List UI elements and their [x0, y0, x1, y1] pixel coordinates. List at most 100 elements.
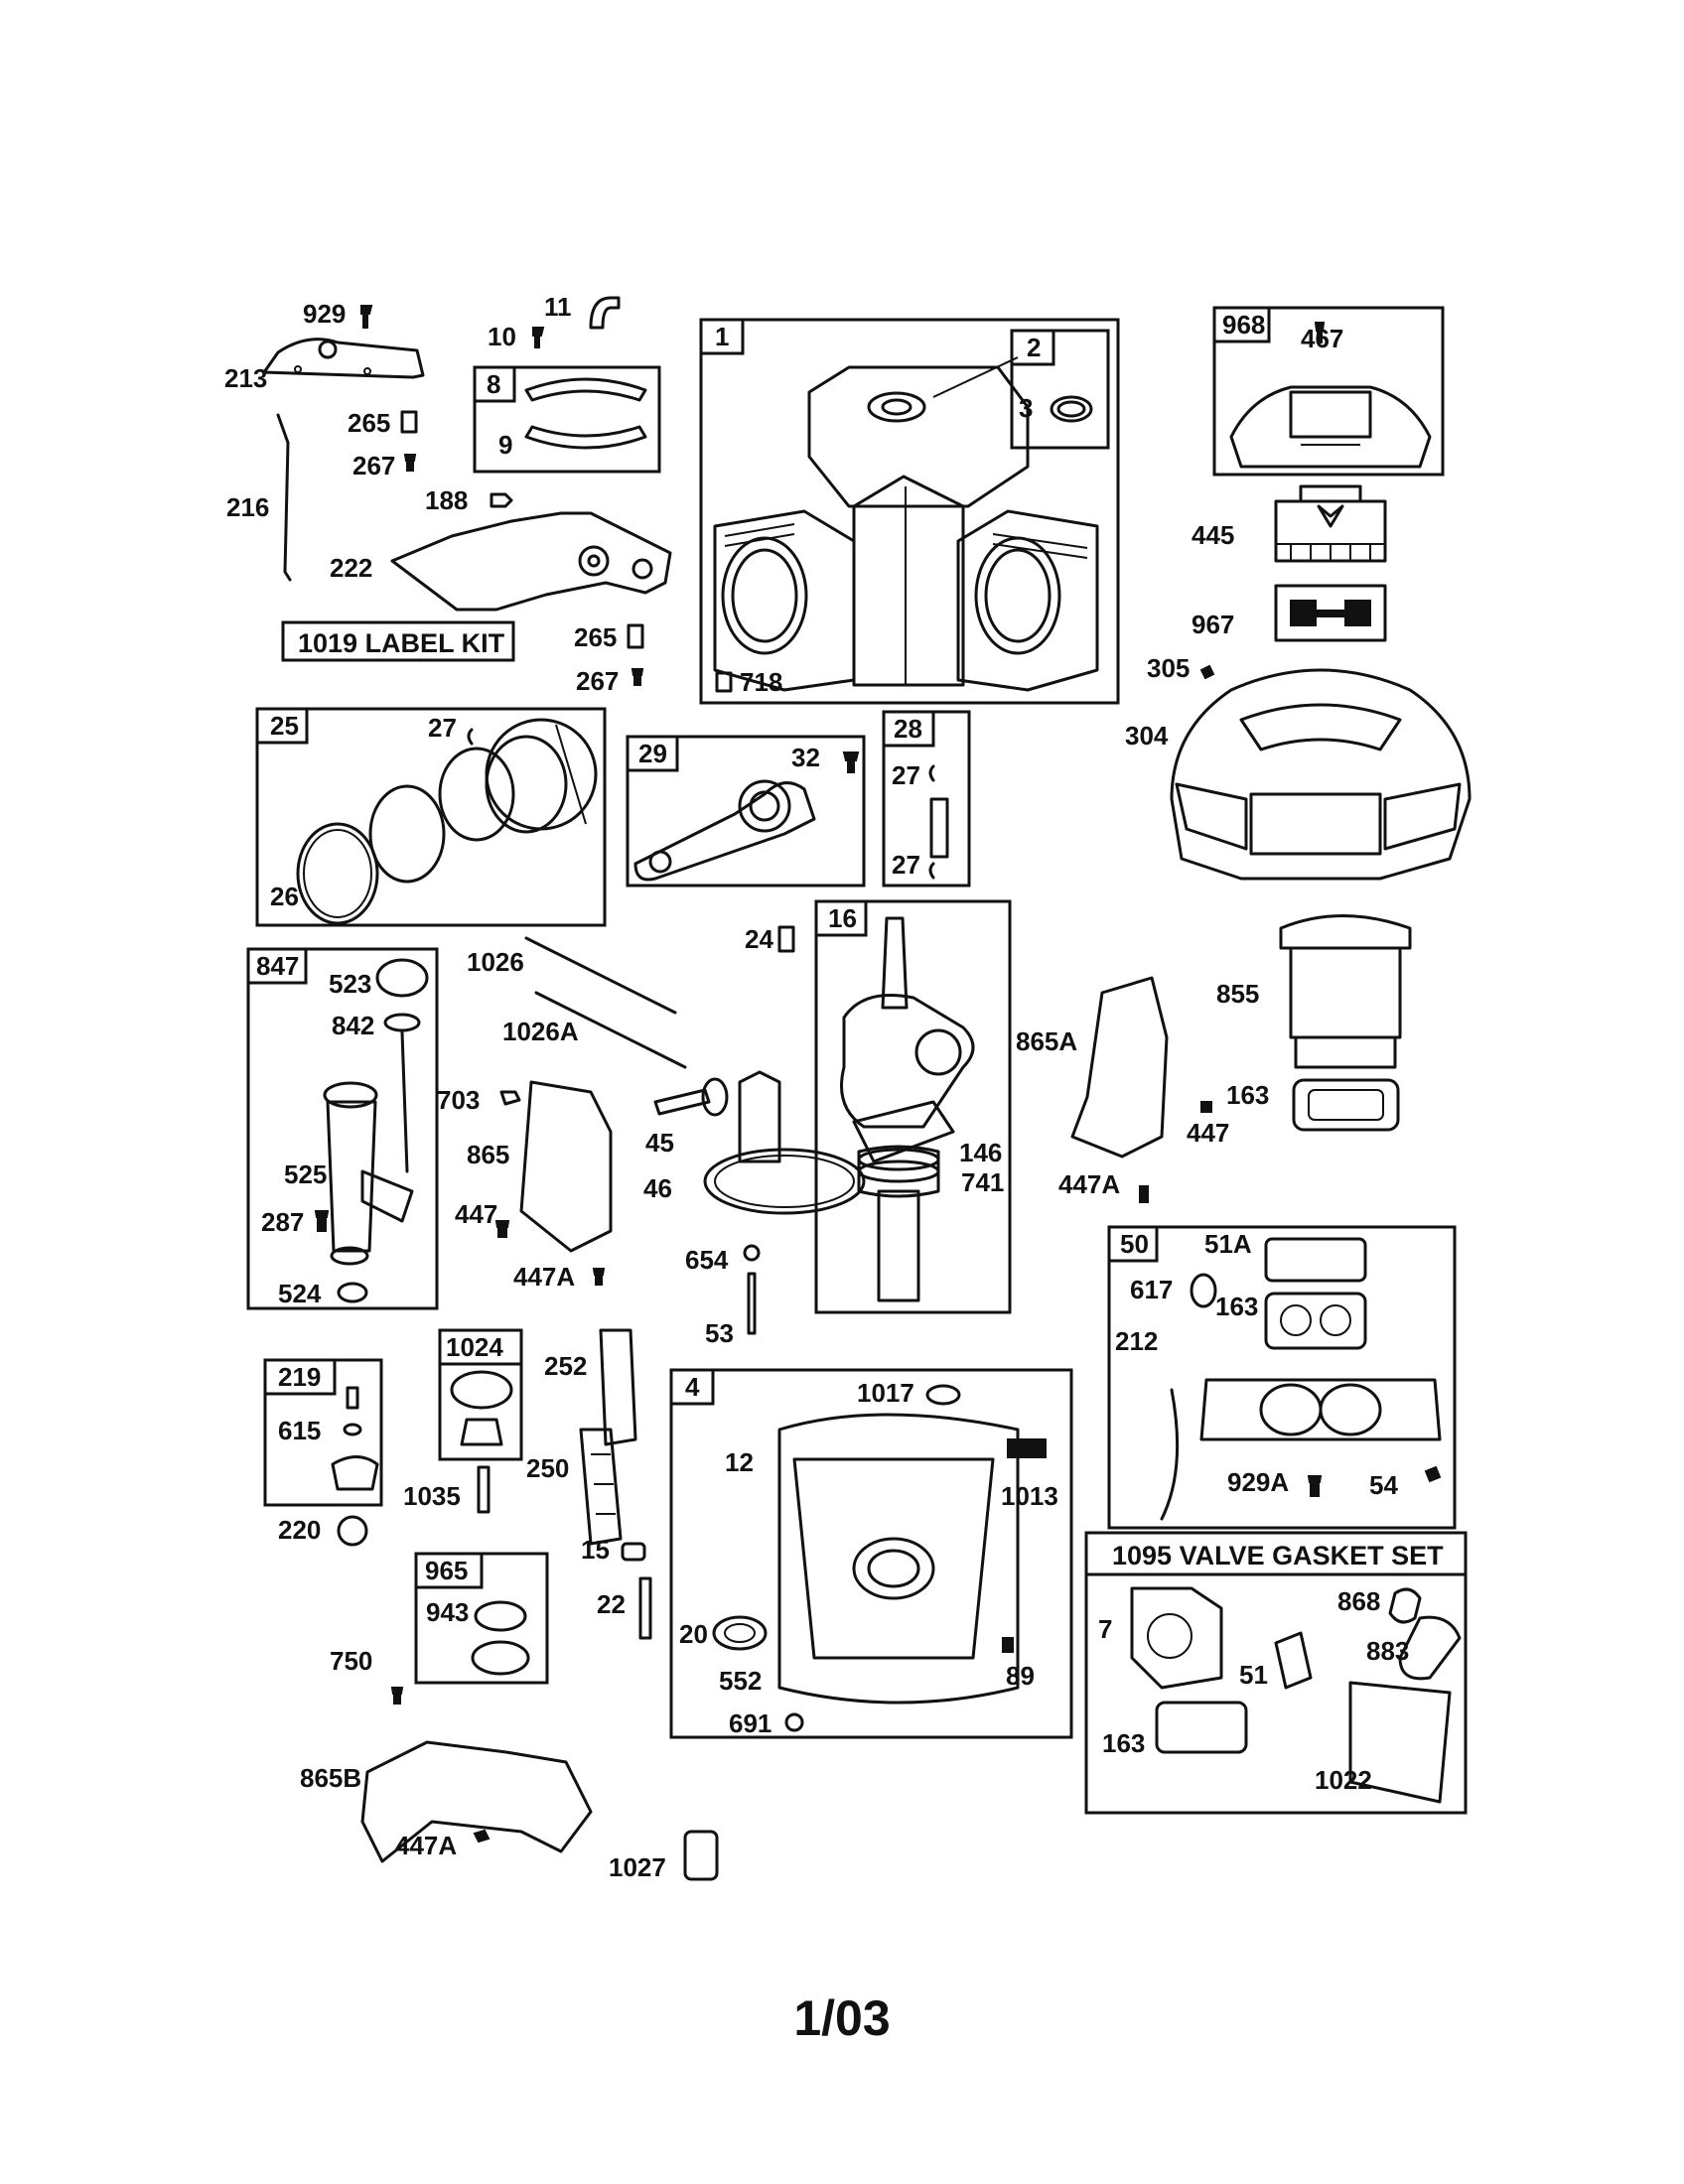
clip-265 [400, 410, 418, 434]
group-number-4: 4 [685, 1372, 700, 1402]
label-524: 524 [278, 1279, 322, 1308]
gasket-163c [1155, 1701, 1248, 1754]
ring-26 [296, 822, 379, 925]
group-number-2: 2 [1027, 333, 1041, 362]
label-1013 [1007, 1438, 1047, 1458]
filter-252 [599, 1328, 637, 1446]
label-525: 525 [284, 1160, 327, 1189]
label-220: 220 [278, 1515, 321, 1545]
manifold [1199, 1378, 1442, 1441]
valve-gasket-set-box [1084, 1531, 1468, 1815]
page-revision: 1/03 [793, 1990, 890, 2046]
label-27a: 27 [428, 713, 457, 743]
label-703: 703 [437, 1085, 480, 1115]
gasket-51 [1274, 1631, 1313, 1690]
throttle-bracket-group [262, 296, 672, 686]
label-216: 216 [226, 492, 269, 522]
group-number-847: 847 [256, 951, 299, 981]
filter-1027 [683, 1830, 719, 1881]
rod-216 [276, 413, 292, 582]
label-267b: 267 [576, 666, 619, 696]
label-718: 718 [740, 667, 782, 697]
label-467: 467 [1301, 324, 1343, 353]
piston-25 [485, 718, 598, 834]
label-445: 445 [1192, 520, 1234, 550]
group-number-8: 8 [487, 369, 500, 399]
label-163c: 163 [1102, 1728, 1145, 1758]
group-number-25: 25 [270, 711, 299, 741]
pin-718 [715, 671, 733, 693]
label-kit-title: 1019 LABEL KIT [298, 628, 505, 658]
group-number-1: 1 [715, 322, 729, 351]
plug-15 [621, 1542, 646, 1562]
label-kit-box [281, 620, 515, 662]
label-22: 22 [597, 1589, 626, 1619]
label-1013: 1013 [1001, 1481, 1058, 1511]
label-27b: 27 [892, 760, 920, 790]
gear-146 [857, 1148, 940, 1171]
gasket-7 [1130, 1586, 1223, 1690]
label-552: 552 [719, 1666, 762, 1696]
label-617: 617 [1130, 1275, 1173, 1304]
label-265b: 265 [574, 622, 617, 652]
gasket-51a [1264, 1237, 1367, 1283]
group-number-29: 29 [638, 739, 667, 768]
label-1026: 1026 [467, 947, 524, 977]
label-883: 883 [1366, 1636, 1409, 1666]
filter-445 [1274, 484, 1387, 563]
label-654: 654 [685, 1245, 729, 1275]
label-1022: 1022 [1315, 1765, 1372, 1795]
cover-968 [1229, 385, 1432, 469]
group-number-1024: 1024 [446, 1332, 503, 1362]
seal-3 [1050, 395, 1093, 423]
group-box-25 [255, 707, 607, 927]
label-691: 691 [729, 1708, 772, 1738]
label-54: 54 [1369, 1470, 1398, 1500]
label-1027: 1027 [609, 1852, 666, 1882]
label-26: 26 [270, 882, 299, 911]
wrist-pin [929, 797, 949, 859]
tappet-45 [653, 1088, 711, 1116]
cylinder-block-1 [713, 365, 1099, 692]
label-163b: 163 [1215, 1292, 1258, 1321]
label-305: 305 [1147, 653, 1190, 683]
wire-212 [1160, 1388, 1180, 1521]
label-11: 11 [544, 292, 572, 322]
screen-965 [471, 1640, 530, 1676]
group-box-50 [1107, 1225, 1457, 1530]
label-24: 24 [745, 924, 773, 954]
label-163a: 163 [1226, 1080, 1269, 1110]
gear-741 [857, 1160, 940, 1183]
bracket-213 [262, 338, 425, 379]
label-252: 252 [544, 1351, 587, 1381]
label-447ac: 447A [395, 1831, 457, 1860]
clip-27 [467, 728, 474, 746]
label-967: 967 [1192, 610, 1234, 639]
label-222: 222 [330, 553, 372, 583]
label-32: 32 [791, 743, 820, 772]
fitting-868 [1388, 1587, 1422, 1624]
shroud-865b [360, 1740, 593, 1863]
washer-654 [743, 1244, 761, 1262]
label-447b: 447 [1187, 1118, 1229, 1148]
bolt-22 [638, 1576, 652, 1640]
label-1035: 1035 [403, 1481, 461, 1511]
label-188: 188 [425, 485, 468, 515]
label-447aa: 447A [513, 1262, 575, 1292]
connecting-rod-29 [633, 779, 816, 882]
group-box-29 [626, 735, 866, 887]
label-146: 146 [959, 1138, 1002, 1167]
label-10: 10 [488, 322, 516, 351]
pushrod-1026a [534, 991, 687, 1069]
housing-304 [1170, 668, 1472, 881]
washer-691 [784, 1712, 804, 1732]
bracket-222 [390, 511, 672, 612]
seal-9 [524, 425, 647, 450]
dowel-24 [777, 925, 795, 953]
label-865b: 865B [300, 1763, 361, 1793]
pump-1024 [450, 1370, 513, 1410]
label-447a: 447 [455, 1199, 497, 1229]
label-53: 53 [705, 1318, 734, 1348]
gasket-163 [1292, 1078, 1400, 1132]
